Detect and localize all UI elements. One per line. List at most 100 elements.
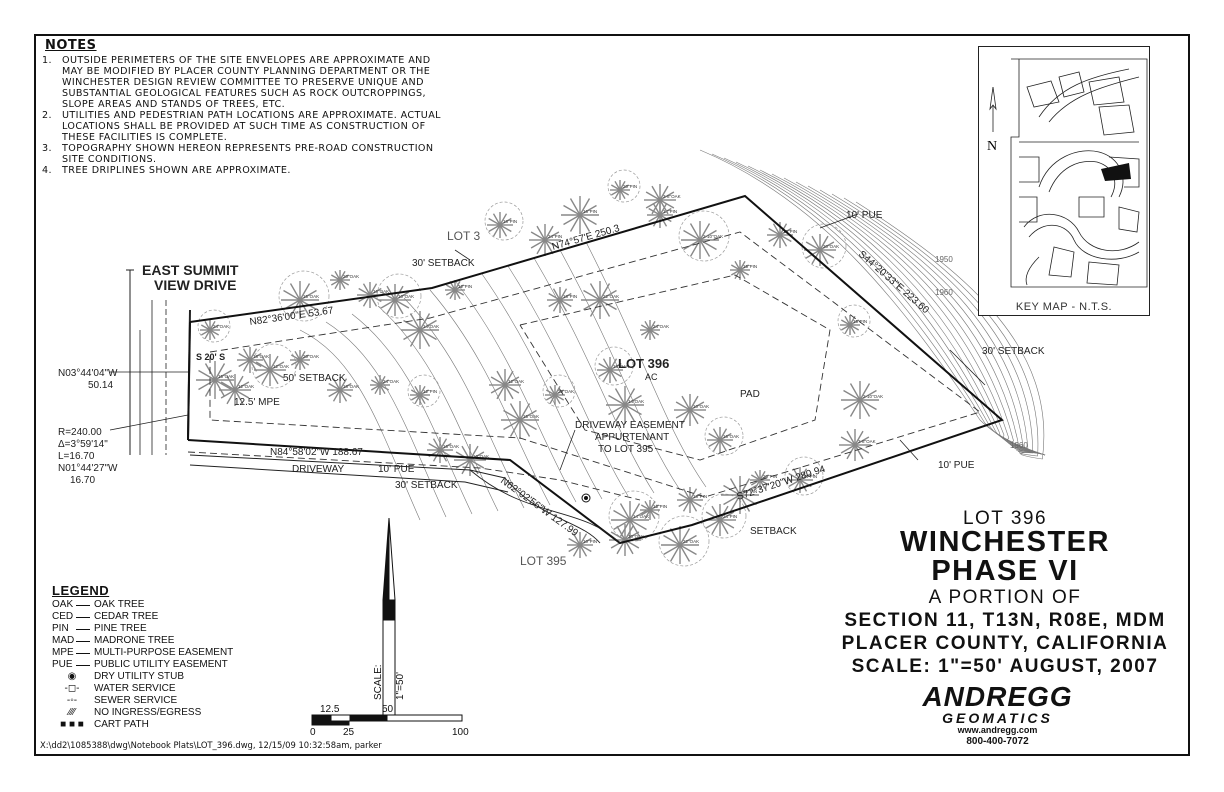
legend-symbol-icon: ■ ■ ■ — [60, 719, 84, 730]
contour-label-1960: 1960 — [935, 288, 953, 297]
tree-symbol: 14"OAK — [401, 311, 439, 349]
tree-symbol: 15"OAK — [501, 401, 539, 439]
file-path: X:\dd2\1085388\dwg\Notebook Plats\LOT_39… — [40, 740, 382, 750]
bearing-frontage-dist: 50.14 — [88, 380, 113, 391]
contour-line — [795, 181, 1046, 456]
title-subdivision: WINCHESTER — [900, 526, 1110, 558]
tree-label: 20"OAK — [558, 389, 574, 394]
tree-label: 12"OAK — [238, 384, 254, 389]
tree-label: 18"PIN — [563, 294, 577, 299]
lot-north-label: LOT 3 — [447, 229, 480, 243]
legend-code: PIN — [52, 623, 69, 634]
tree-symbol: 18"PIN — [547, 287, 577, 313]
note-item: 2.UTILITIES AND PEDESTRIAN PATH LOCATION… — [42, 110, 442, 143]
legend-item: -◦-SEWER SERVICE — [52, 695, 233, 707]
tree-symbol: 24"OAK — [640, 320, 669, 340]
contour-line — [559, 249, 681, 491]
tree-label: 3-8"OAK — [663, 194, 681, 199]
tree-symbol: 24"PIN — [701, 493, 747, 539]
legend-description: NO INGRESS/EGRESS — [94, 707, 202, 718]
tree-label: 12"PIN — [458, 284, 472, 289]
scale-tick-25: 25 — [343, 727, 355, 738]
lot-boundary — [187, 194, 1004, 545]
pue-se-label: 10' PUE — [938, 460, 975, 471]
contour-line — [735, 161, 1046, 456]
tree-symbols: 24"OAK18"OAK12"OAK15"OAK20"OAK16"OAK10"O… — [196, 169, 883, 567]
tree-label: 24"PIN — [548, 234, 562, 239]
contour-line — [759, 169, 1046, 456]
key-map-label: KEY MAP - N.T.S. — [1015, 301, 1113, 313]
tree-label: 12"PIN — [653, 504, 667, 509]
contour-line — [299, 329, 421, 521]
topo-contours — [299, 149, 1046, 521]
notes-list: 1.OUTSIDE PERIMETERS OF THE SITE ENVELOP… — [42, 55, 442, 176]
note-item: 4.TREE DRIPLINES SHOWN ARE APPROXIMATE. — [42, 165, 442, 176]
contour-line — [771, 173, 1046, 456]
tree-label: 22"OAK — [683, 539, 699, 544]
tree-symbol: 22"OAK — [658, 515, 710, 567]
notes-heading: NOTES — [45, 38, 97, 53]
setback-east-label: 30' SETBACK — [982, 346, 1045, 357]
tree-symbol: 3-8"OAK — [644, 184, 681, 216]
tree-label: 12"OAK — [273, 364, 289, 369]
note-text: TREE DRIPLINES SHOWN ARE APPROXIMATE. — [62, 165, 291, 176]
tree-label: 22"OAK — [603, 294, 619, 299]
legend-item: ■ ■ ■CART PATH — [52, 719, 233, 731]
mpe-label: 12.5' MPE — [234, 397, 280, 408]
tree-symbol: 18"OAK — [594, 346, 634, 386]
curve-radius: R=240.00 — [58, 427, 102, 438]
tree-label: 2-10"OAK — [863, 394, 883, 399]
street-name-line2: VIEW DRIVE — [154, 277, 236, 293]
dry-utility-stub — [581, 493, 591, 503]
tree-label: 24"OAK — [653, 324, 669, 329]
title-section: SECTION 11, T13N, R08E, MDM — [844, 610, 1166, 631]
title-block: LOT 396 WINCHESTER PHASE VI A PORTION OF… — [820, 508, 1190, 678]
tree-label: 10"OAK — [398, 294, 414, 299]
logo-subtitle: GEOMATICS — [942, 710, 1053, 726]
scale-tick-100: 100 — [452, 727, 469, 738]
contour-line — [843, 197, 1046, 457]
tree-label: 10"OAK — [693, 404, 709, 409]
tree-label: 12"OAK — [508, 379, 524, 384]
tree-label: 30"OAK — [823, 244, 839, 249]
setback-south-label: 30' SETBACK — [395, 480, 458, 491]
note-number: 1. — [42, 55, 52, 66]
tree-symbol: 12"PIN — [407, 374, 441, 408]
contour-line — [855, 201, 1046, 460]
easement-label-2: APPURTENANT — [595, 432, 669, 443]
legend-item: ⁄⁄⁄⁄NO INGRESS/EGRESS — [52, 707, 233, 719]
tree-symbol: 10"OAK — [674, 394, 709, 426]
note-item: 1.OUTSIDE PERIMETERS OF THE SITE ENVELOP… — [42, 55, 442, 110]
company-logo: ANDREGG GEOMATICS www.andregg.com 800-40… — [915, 683, 1080, 748]
tree-symbol: 20"PIN — [607, 169, 641, 203]
title-county: PLACER COUNTY, CALIFORNIA — [841, 633, 1169, 654]
tree-symbol: 20"PIN — [750, 470, 777, 490]
tree-label: 18"PIN — [693, 494, 707, 499]
tree-symbol: 18"OAK — [327, 377, 359, 403]
tree-symbol: 10"PIN — [767, 222, 797, 248]
logo-name: ANDREGG — [922, 681, 1073, 712]
setback-front-label-2: S 20' S — [196, 352, 225, 362]
tree-symbol: 14"OAK — [606, 386, 644, 424]
contour-line — [711, 153, 1046, 456]
legend-code: OAK — [52, 599, 74, 610]
tree-label: 10"OAK — [473, 454, 489, 459]
tree-label: 2-10"OAK — [703, 234, 723, 239]
tree-label: 15"OAK — [303, 294, 319, 299]
contour-line — [699, 149, 1046, 456]
tree-symbol: 16"PIN — [561, 196, 599, 234]
scale-tick-50: 50 — [382, 704, 394, 715]
setback-north-label: 30' SETBACK — [412, 258, 475, 269]
tree-label: 3-8"OAK — [858, 439, 876, 444]
tree-label: 20"PIN — [763, 474, 777, 479]
tree-label: 15"OAK — [523, 414, 539, 419]
tree-label: 18"OAK — [253, 354, 269, 359]
logo-phone: 800-400-7072 — [966, 736, 1029, 747]
legend-item: -◻-WATER SERVICE — [52, 683, 233, 695]
tree-symbol: 24"OAK — [370, 375, 399, 395]
curve-delta: Δ=3°59'14" — [58, 439, 108, 450]
